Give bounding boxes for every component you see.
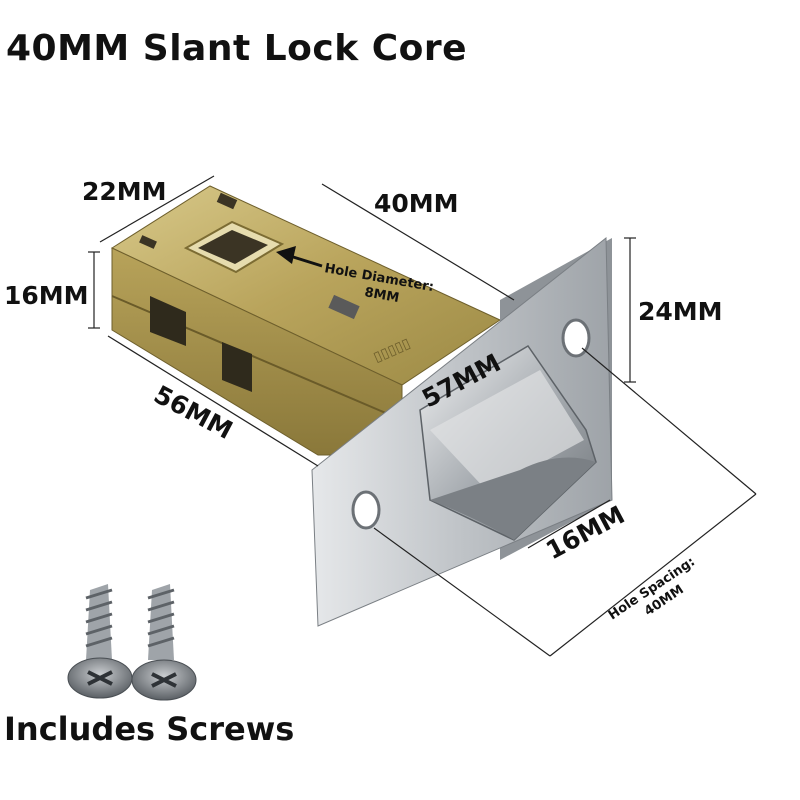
includes-screws-caption: Includes Screws xyxy=(4,710,295,748)
page-title: 40MM Slant Lock Core xyxy=(6,28,468,69)
screw-hole-bottom xyxy=(351,490,381,530)
dim-height-side: 16MM xyxy=(4,281,89,310)
screws xyxy=(67,584,197,701)
dim-length-top: 40MM xyxy=(374,189,459,218)
dim-plate-height: 24MM xyxy=(638,297,723,326)
screw-left xyxy=(67,584,133,699)
hole-diameter-value: 8MM xyxy=(363,285,400,306)
dim-width-top: 22MM xyxy=(82,177,167,206)
screw-hole-top xyxy=(561,318,591,358)
brass-body: ▯▯▯▯▯ xyxy=(110,185,502,456)
dimension-lines xyxy=(88,175,757,657)
latch-bolt xyxy=(419,344,597,541)
screw-right xyxy=(131,584,197,701)
